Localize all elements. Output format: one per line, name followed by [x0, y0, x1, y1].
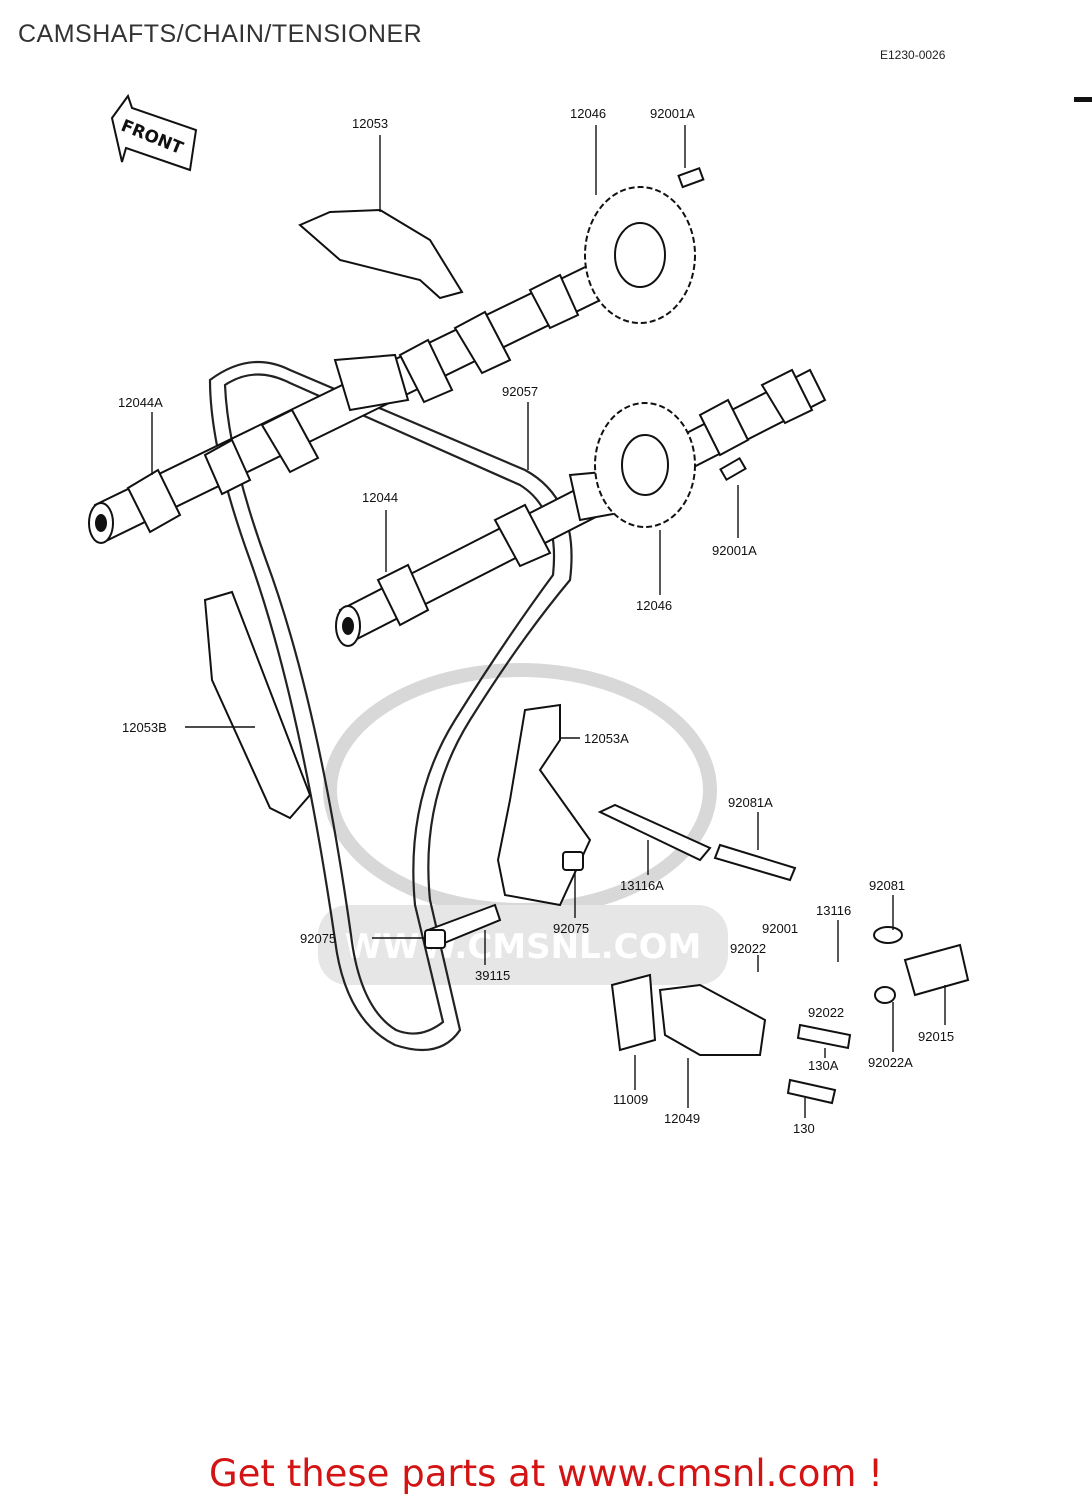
- label-12044a: 12044A: [118, 395, 163, 410]
- label-92057: 92057: [502, 384, 538, 399]
- page-title: CAMSHAFTS/CHAIN/TENSIONER: [18, 20, 423, 48]
- lower-sprocket: [594, 402, 696, 528]
- label-12053a: 12053A: [584, 731, 629, 746]
- leader-lines: [151, 125, 946, 1118]
- label-92001: 92001: [762, 921, 798, 936]
- parts-diagram: WWW.CMSNL.COM FRONT: [88, 93, 970, 1136]
- label-12049: 12049: [664, 1111, 700, 1126]
- watermark-text: WWW.CMSNL.COM: [345, 927, 702, 967]
- label-11009: 11009: [613, 1092, 648, 1107]
- label-92001a-lower: 92001A: [712, 543, 757, 558]
- label-130a: 130A: [808, 1058, 839, 1073]
- label-92022a: 92022A: [868, 1055, 913, 1070]
- bolts-92001a: [677, 166, 747, 482]
- label-12053b: 12053B: [122, 720, 167, 735]
- intake-camshaft: [335, 368, 827, 647]
- chain-guide-12053: [298, 208, 464, 300]
- edge-mark: [1074, 97, 1092, 102]
- label-13116a: 13116A: [620, 878, 664, 893]
- label-92081a: 92081A: [728, 795, 773, 810]
- label-12044: 12044: [362, 490, 398, 505]
- label-92075-left: 92075: [300, 931, 336, 946]
- label-39115: 39115: [475, 968, 510, 983]
- footer-link[interactable]: Get these parts at www.cmsnl.com !: [208, 1452, 883, 1495]
- label-12046-lower: 12046: [636, 598, 672, 613]
- chain-tensioner: [424, 803, 970, 1105]
- front-arrow: FRONT: [110, 93, 198, 172]
- label-92022-upper: 92022: [730, 941, 766, 956]
- label-12053: 12053: [352, 116, 388, 131]
- label-92015: 92015: [918, 1029, 954, 1044]
- label-130: 130: [793, 1121, 815, 1136]
- label-13116: 13116: [816, 903, 851, 918]
- chain-guide-12053b: [203, 590, 312, 820]
- diagram-code: E1230-0026: [880, 48, 946, 62]
- label-92075-right: 92075: [553, 921, 589, 936]
- part-labels: 12053 12046 92001A 12044A 92057 12044 92…: [118, 106, 954, 1136]
- upper-sprocket: [584, 186, 696, 324]
- exhaust-camshaft: [88, 253, 627, 544]
- chain-guide-12053a: [496, 703, 592, 907]
- label-12046-upper: 12046: [570, 106, 606, 121]
- label-92081: 92081: [869, 878, 905, 893]
- label-92001a-upper: 92001A: [650, 106, 695, 121]
- label-92022-lower: 92022: [808, 1005, 844, 1020]
